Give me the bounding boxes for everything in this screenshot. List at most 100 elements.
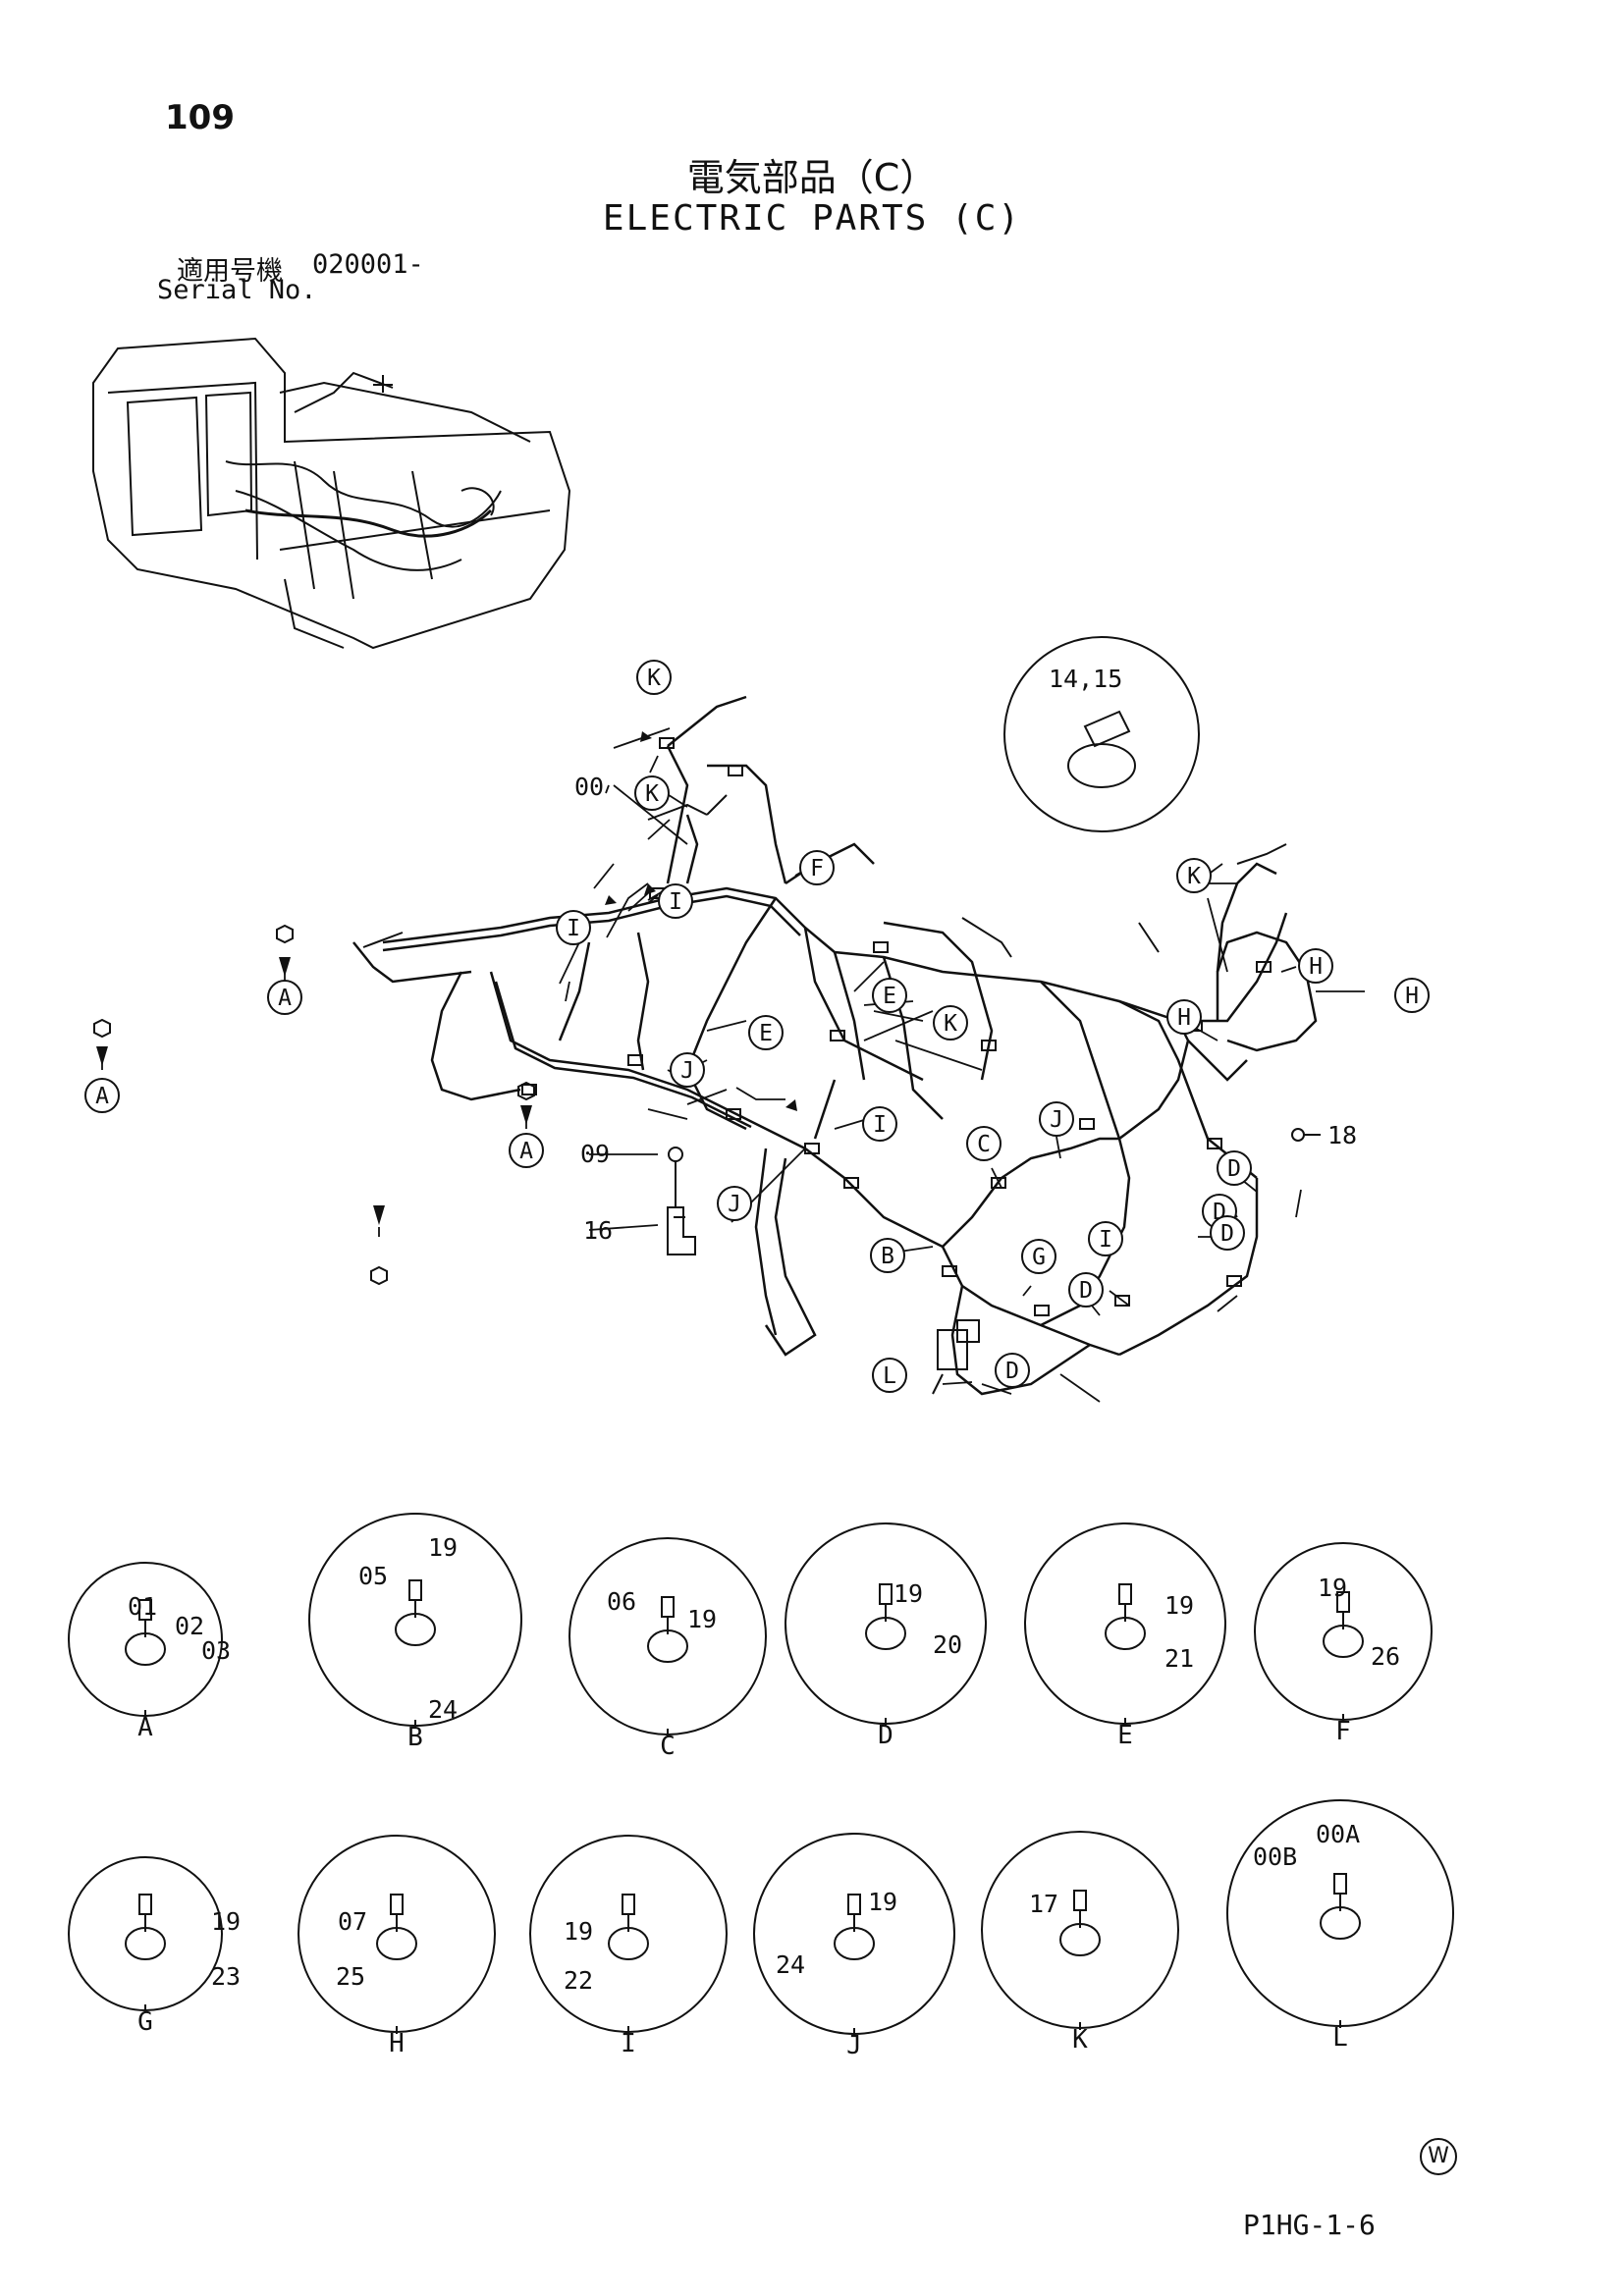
detail-part-number: 19 <box>564 1917 593 1946</box>
svg-text:E: E <box>759 1021 773 1046</box>
callout-screw-18: 18 <box>1327 1121 1357 1149</box>
page-title-jp: 電気部品（C） <box>686 156 938 199</box>
detail-letter: G <box>137 2007 153 2037</box>
detail-part-number: 24 <box>428 1695 458 1724</box>
harness-lead-ends <box>362 794 1287 958</box>
svg-text:I: I <box>1099 1227 1112 1253</box>
svg-text:E: E <box>883 984 896 1009</box>
letter-bubble-i: I <box>1088 1221 1123 1256</box>
relay-block <box>932 1319 980 1395</box>
svg-text:K: K <box>944 1011 957 1037</box>
detail-part-number: 19 <box>893 1579 923 1608</box>
page-number: 109 <box>165 98 235 137</box>
svg-text:A: A <box>519 1139 533 1164</box>
svg-text:G: G <box>1032 1245 1046 1270</box>
detail-circle-h: H 07 25 <box>298 1835 496 2058</box>
detail-letter: E <box>1117 1721 1133 1750</box>
detail-part-number: 25 <box>336 1962 365 1991</box>
detail-part-number: 00A <box>1316 1820 1360 1848</box>
main-callouts: 00 09 16 18 14,15 <box>574 665 1357 1245</box>
inset-band-circle <box>1003 636 1200 832</box>
letter-bubble-e: E <box>748 1015 784 1050</box>
detail-circle-i: I 19 22 <box>529 1835 728 2058</box>
part-sketch <box>608 1894 650 1960</box>
detail-letter: I <box>621 2029 636 2058</box>
machine-overview-illustration <box>92 337 571 650</box>
detail-part-number: 24 <box>776 1950 805 1979</box>
detail-part-number: 05 <box>358 1562 388 1590</box>
detail-part-number: 26 <box>1371 1642 1400 1671</box>
callout-bolt-09: 09 <box>580 1140 610 1168</box>
svg-text:H: H <box>1309 954 1323 980</box>
bolt-09-assembly <box>667 1147 696 1255</box>
callout-band-14-15: 14,15 <box>1049 665 1122 693</box>
detail-part-number: 19 <box>1318 1574 1347 1602</box>
svg-text:L: L <box>883 1363 896 1389</box>
letter-bubble-d: D <box>1210 1215 1245 1251</box>
letter-bubble-i: I <box>556 910 591 945</box>
detail-letter: D <box>878 1721 893 1750</box>
serial-value: 020001- <box>312 249 424 280</box>
letter-bubble-j: J <box>1039 1101 1074 1137</box>
svg-text:D: D <box>1220 1221 1234 1247</box>
detail-part-number: 19 <box>1164 1591 1194 1620</box>
screw-18 <box>1291 1128 1321 1142</box>
detail-part-number: 19 <box>428 1533 458 1562</box>
letter-bubble-b: B <box>870 1238 905 1273</box>
detail-part-number: 06 <box>607 1587 636 1616</box>
serial-label-en: Serial No. <box>157 275 317 305</box>
footer-code: P1HG-1-6 <box>1243 2209 1376 2241</box>
letter-bubble-h: H <box>1298 948 1333 984</box>
detail-part-number: 02 <box>175 1612 204 1640</box>
letter-bubble-a: A <box>267 980 302 1015</box>
footer-mark: W <box>1420 2138 1457 2175</box>
detail-part-number: 07 <box>338 1907 367 1936</box>
detail-part-number: 19 <box>687 1605 717 1633</box>
detail-circle-k: K 17 <box>981 1831 1179 2055</box>
detail-circle-d: D 19 20 <box>785 1522 987 1750</box>
part-sketch <box>1059 1890 1102 1956</box>
svg-text:B: B <box>881 1244 894 1269</box>
callout-harness-00: 00 <box>574 773 604 801</box>
letter-bubble-j: J <box>717 1186 752 1221</box>
letter-bubble-j: J <box>670 1052 705 1088</box>
detail-circle-f: F 19 26 <box>1254 1542 1433 1746</box>
detail-part-number: 19 <box>868 1888 897 1916</box>
svg-text:F: F <box>810 856 824 881</box>
part-sketch <box>647 1596 689 1663</box>
svg-text:A: A <box>278 986 292 1011</box>
detail-part-number: 17 <box>1029 1890 1058 1918</box>
detail-letter: A <box>137 1713 153 1742</box>
page-title-en: ELECTRIC PARTS (C) <box>602 198 1022 239</box>
svg-text:J: J <box>680 1058 694 1084</box>
callout-bracket-16: 16 <box>583 1216 613 1245</box>
svg-text:C: C <box>977 1132 991 1157</box>
letter-bubble-i: I <box>658 883 693 919</box>
svg-text:H: H <box>1405 984 1419 1009</box>
detail-part-number: 20 <box>933 1630 962 1659</box>
svg-text:D: D <box>1079 1278 1093 1304</box>
detail-letter: F <box>1335 1717 1351 1746</box>
detail-letter: K <box>1072 2025 1088 2055</box>
detail-letter: H <box>389 2029 405 2058</box>
detail-part-number: 22 <box>564 1966 593 1995</box>
part-sketch <box>376 1894 418 1960</box>
svg-text:I: I <box>567 916 580 941</box>
part-sketch <box>1105 1583 1147 1650</box>
detail-circles: A010203B051924C0619D1920E1921F1926G1923H… <box>68 1513 1454 2060</box>
svg-text:I: I <box>669 889 682 915</box>
letter-bubble-f: F <box>799 850 835 885</box>
part-sketch <box>1323 1591 1365 1658</box>
part-sketch <box>865 1583 907 1650</box>
letter-bubble-c: C <box>966 1126 1001 1161</box>
letter-bubble-k: K <box>634 775 670 811</box>
svg-text:H: H <box>1177 1005 1191 1031</box>
svg-text:D: D <box>1227 1156 1241 1182</box>
serial-label-jp: 適用号機 <box>177 256 283 287</box>
letter-bubble-k: K <box>1176 858 1212 893</box>
